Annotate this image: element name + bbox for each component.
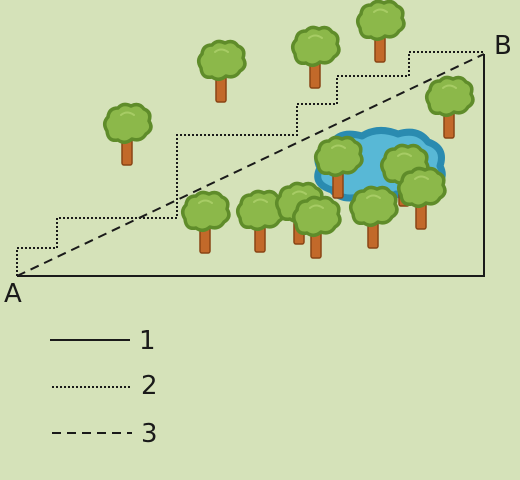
tree-icon xyxy=(355,0,406,64)
tree-icon xyxy=(424,75,475,140)
legend-label-3: 3 xyxy=(141,419,158,449)
tree-icon xyxy=(396,166,447,231)
route-3-dashed xyxy=(16,53,485,277)
trees xyxy=(102,0,475,260)
tree-icon xyxy=(290,25,341,90)
tree-icon xyxy=(180,190,231,255)
route-2-dotted xyxy=(16,51,484,276)
tree-icon xyxy=(348,185,399,250)
legend-label-2: 2 xyxy=(141,371,158,401)
tree-icon xyxy=(196,39,247,104)
legend-label-1: 1 xyxy=(139,326,156,356)
point-b-label: B xyxy=(494,31,512,61)
point-a-label: A xyxy=(4,279,22,309)
legend: 1 2 3 xyxy=(50,326,158,449)
route-1-solid xyxy=(17,54,485,277)
tree-icon xyxy=(291,195,342,260)
tree-icon xyxy=(102,102,153,167)
